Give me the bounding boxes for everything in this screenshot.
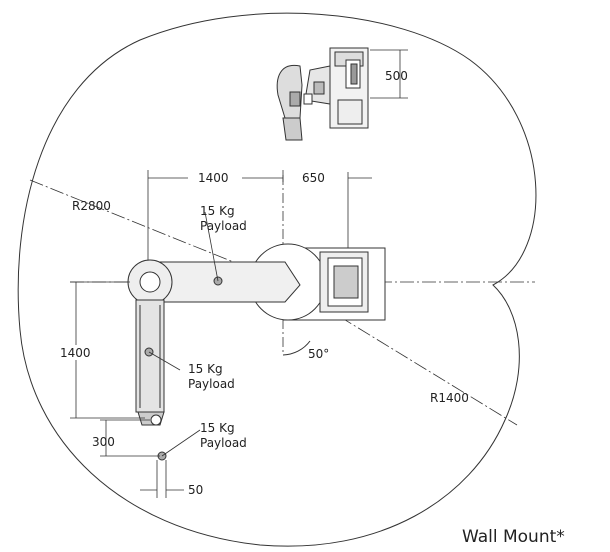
- dim-300-label: 300: [92, 435, 115, 449]
- dim-650-label: 650: [302, 171, 325, 185]
- radius-r2800-label: R2800: [72, 199, 111, 213]
- dimension-50: [140, 460, 184, 498]
- wall-mount-caption: Wall Mount*: [462, 527, 565, 547]
- payload-mid-word: Payload: [188, 377, 235, 391]
- payload-mid-leader: [148, 351, 181, 371]
- angle-50-label: 50°: [308, 347, 329, 361]
- robot-side-view: [276, 47, 369, 141]
- payload-low-word: Payload: [200, 436, 247, 450]
- dim-50-label: 50: [188, 483, 203, 497]
- payload-low-leader: [161, 429, 201, 457]
- payload-mid-weight: 15 Kg: [188, 362, 223, 376]
- dim-1400-left-label: 1400: [60, 346, 91, 360]
- dim-500-label: 500: [385, 69, 408, 83]
- payload-top-word: Payload: [200, 219, 247, 233]
- angle-50-arc: [282, 340, 311, 356]
- payload-top-weight: 15 Kg: [200, 204, 235, 218]
- dimension-300: [100, 419, 160, 457]
- dimension-500: [370, 49, 408, 99]
- radius-r1400-label: R1400: [430, 391, 469, 405]
- payload-top-leader: [204, 211, 219, 282]
- dim-1400-top-label: 1400: [198, 171, 229, 185]
- work-envelope-outline: [17, 12, 537, 547]
- robot-top-view: [127, 243, 386, 461]
- payload-low-weight: 15 Kg: [200, 421, 235, 435]
